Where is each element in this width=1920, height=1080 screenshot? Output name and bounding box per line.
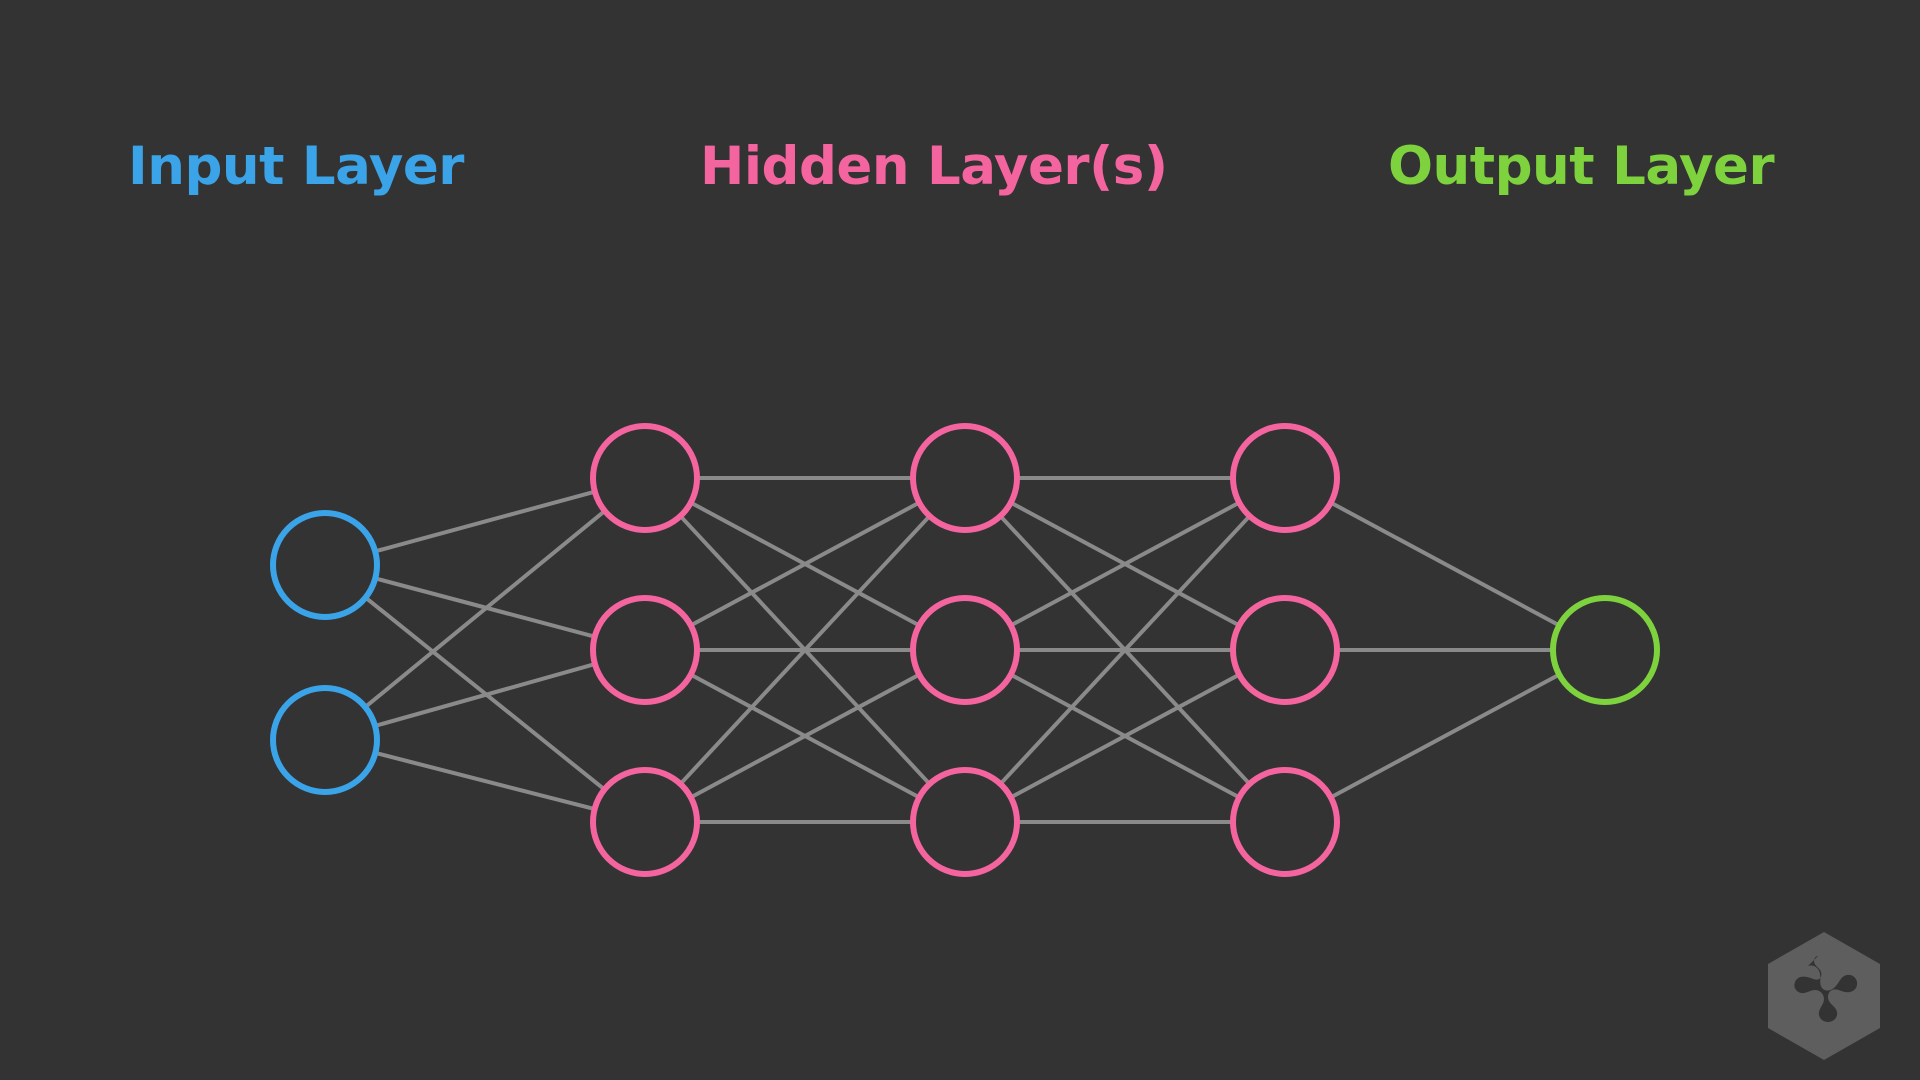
hidden-node — [910, 595, 1020, 705]
input-node — [270, 510, 380, 620]
connection-edge — [373, 662, 597, 728]
hidden-layer-title: Hidden Layer(s) — [700, 136, 1168, 197]
connection-edge — [1328, 500, 1562, 628]
network-nodes — [270, 423, 1660, 877]
connection-edge — [688, 672, 922, 800]
codecademy-logo-icon — [1768, 932, 1880, 1060]
input-node — [270, 685, 380, 795]
layer-titles: Input Layer Hidden Layer(s) Output Layer — [0, 0, 1920, 260]
connection-edges — [363, 476, 1562, 824]
logo-inner-mark — [1794, 956, 1858, 1022]
connection-edge — [688, 500, 922, 628]
output-layer-title: Output Layer — [1388, 136, 1775, 197]
output-node — [1550, 595, 1660, 705]
connection-edge — [373, 750, 597, 812]
hidden-node — [910, 767, 1020, 877]
hidden-node — [1230, 595, 1340, 705]
connection-edge — [1328, 672, 1562, 800]
connection-edge — [1008, 672, 1242, 800]
hidden-node — [1230, 767, 1340, 877]
connection-edge — [998, 514, 1252, 786]
hidden-node — [590, 767, 700, 877]
hidden-node — [1230, 423, 1340, 533]
connection-edge — [678, 514, 932, 786]
connection-edge — [363, 508, 607, 710]
hidden-node — [910, 423, 1020, 533]
hidden-node — [590, 595, 700, 705]
connection-edge — [1008, 500, 1242, 628]
hidden-node — [590, 423, 700, 533]
input-layer-title: Input Layer — [128, 136, 464, 197]
connection-edge — [373, 489, 597, 554]
